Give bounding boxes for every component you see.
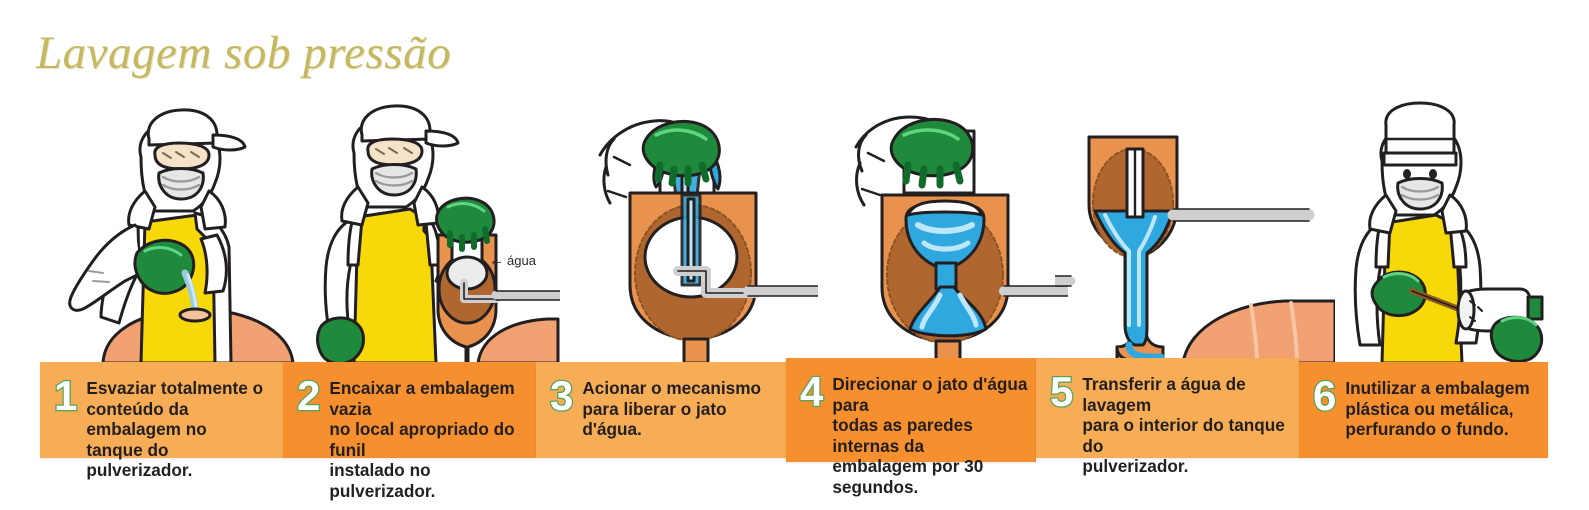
illustration-band: ← água	[0, 95, 1589, 365]
step-bar-5[interactable]: 5 Transferir a água de lavagem para o in…	[1036, 358, 1299, 476]
step-number-3: 3	[549, 372, 575, 419]
step-text-2: Encaixar a embalagem vazia no local apro…	[329, 378, 515, 501]
illustration-panel-5	[1055, 95, 1335, 365]
step-number-1: 1	[53, 372, 79, 419]
step-text-1: Esvaziar totalmente o conteúdo da embala…	[86, 378, 264, 480]
step-text-3: Acionar o mecanismo para liberar o jato …	[582, 378, 761, 439]
illustration-panel-1	[45, 95, 295, 365]
step-number-2: 2	[296, 372, 322, 419]
step-bar-3[interactable]: 3 Acionar o mecanismo para liberar o jat…	[536, 362, 786, 458]
illustration-panel-4	[828, 95, 1068, 365]
step-number-5: 5	[1049, 368, 1075, 415]
step-bar-1[interactable]: 1 Esvaziar totalmente o conteúdo da emba…	[40, 362, 283, 480]
illustration-panel-2	[300, 95, 560, 365]
step-text-6: Inutilizar a embalagem plástica ou metál…	[1345, 378, 1530, 439]
step-text-4: Direcionar o jato d'água para todas as p…	[832, 374, 1028, 497]
step-number-6: 6	[1312, 372, 1338, 419]
agua-annotation: ← água	[489, 253, 536, 268]
page-title: Lavagem sob pressão	[36, 27, 452, 79]
illustration-panel-6	[1320, 95, 1560, 365]
step-text-5: Transferir a água de lavagem para o inte…	[1082, 374, 1285, 476]
step-number-4: 4	[799, 368, 825, 415]
illustration-panel-3	[578, 95, 818, 365]
left-arrow-icon: ←	[489, 252, 504, 269]
step-bar-4[interactable]: 4 Direcionar o jato d'água para todas as…	[786, 358, 1036, 497]
step-bar-2[interactable]: 2 Encaixar a embalagem vazia no local ap…	[283, 362, 536, 501]
agua-label: água	[507, 253, 536, 268]
step-bar-6[interactable]: 6 Inutilizar a embalagem plástica ou met…	[1299, 362, 1548, 458]
